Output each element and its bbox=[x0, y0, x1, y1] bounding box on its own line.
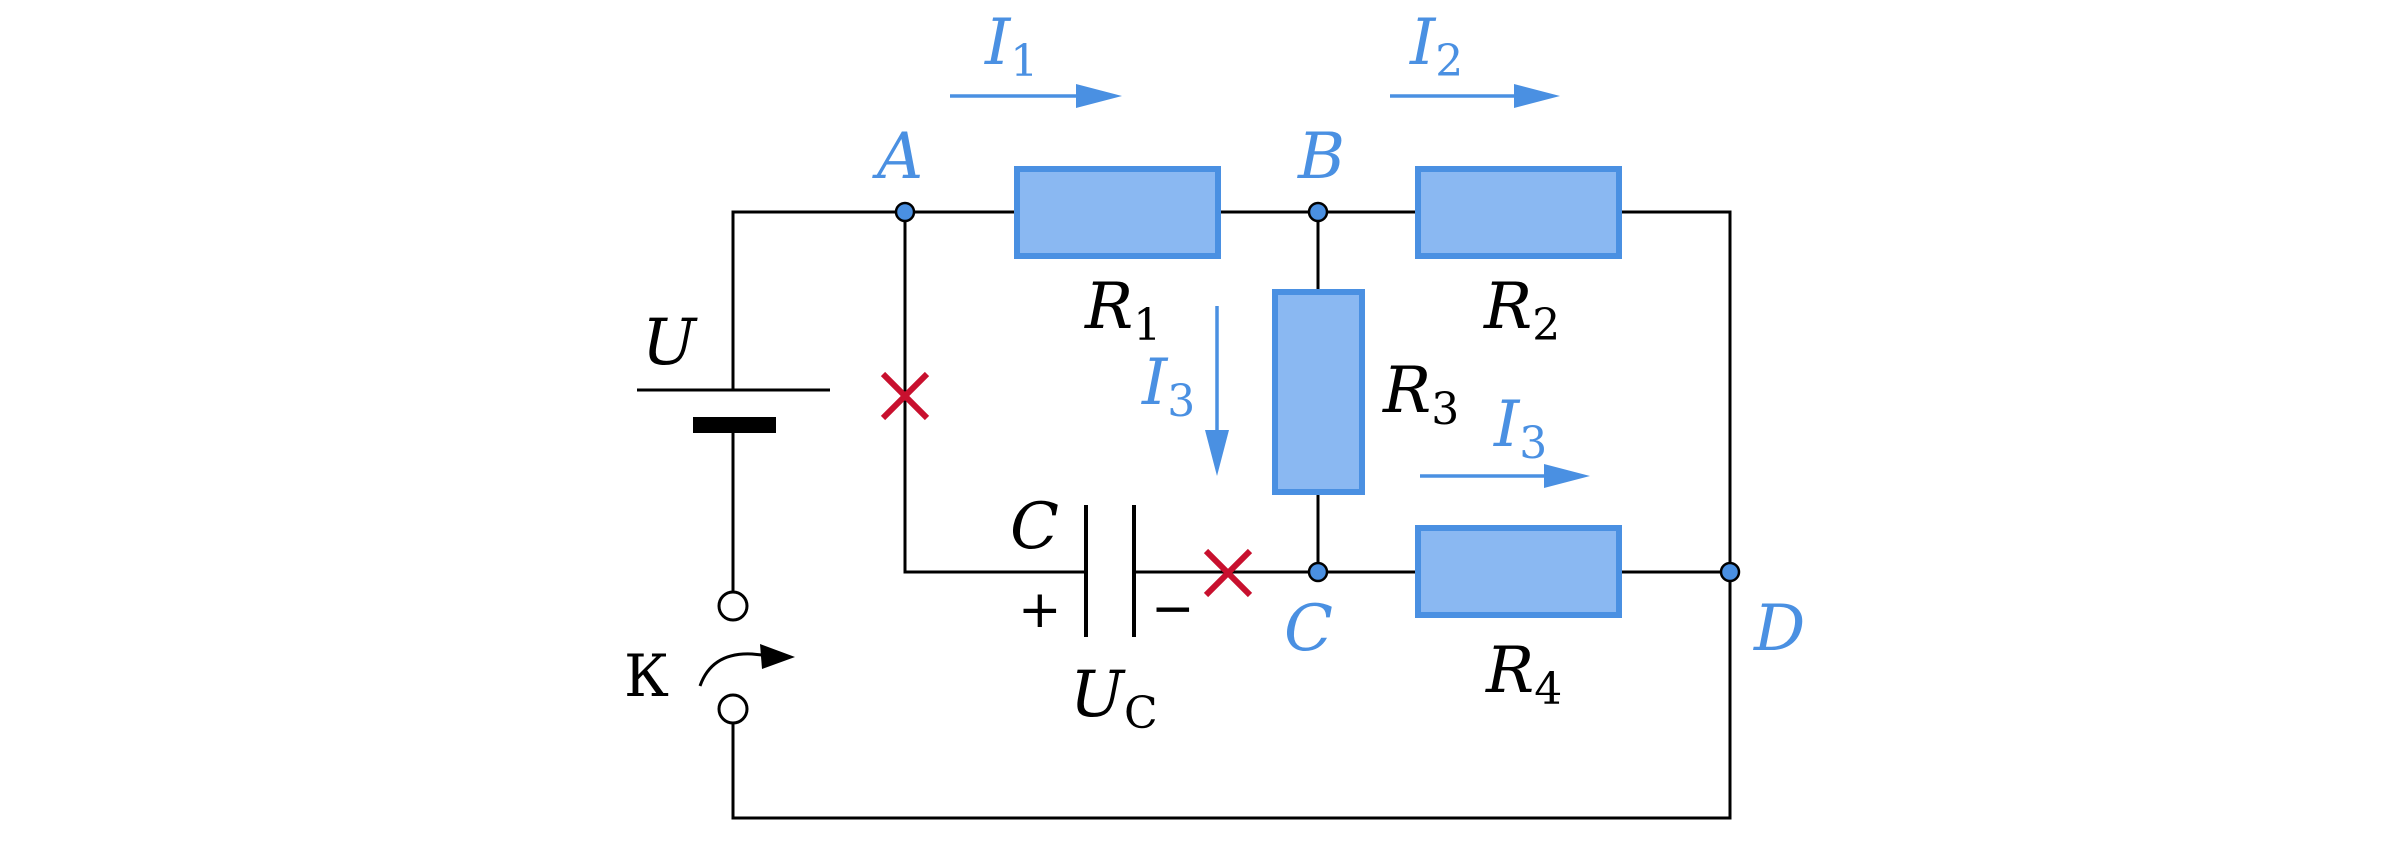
switch-lower-contact bbox=[717, 693, 749, 725]
resistor-r3: R3 bbox=[1272, 289, 1459, 495]
switch-upper-contact bbox=[717, 590, 749, 622]
node-c: C bbox=[1284, 561, 1333, 666]
resistor-r1-body bbox=[1014, 166, 1221, 259]
current-i1-label: I1 bbox=[984, 6, 1038, 87]
current-i3-horizontal: I3 bbox=[1420, 388, 1590, 488]
node-a-dot bbox=[894, 201, 916, 223]
switch-label: К bbox=[624, 642, 669, 710]
battery-short-plate bbox=[693, 417, 776, 433]
arrow-right-icon bbox=[1076, 84, 1122, 108]
node-b: B bbox=[1297, 120, 1345, 223]
resistor-r2-body bbox=[1415, 166, 1622, 259]
node-a-label: A bbox=[872, 120, 923, 194]
battery: U bbox=[637, 306, 830, 433]
source-label: U bbox=[642, 306, 698, 380]
resistor-r2: R2 bbox=[1415, 166, 1622, 351]
current-i1: I1 bbox=[950, 6, 1122, 108]
capacitor-plus-sign: + bbox=[1018, 580, 1062, 640]
node-c-dot bbox=[1307, 561, 1329, 583]
node-a: A bbox=[872, 120, 923, 223]
wires bbox=[731, 210, 1732, 820]
break-mark-capacitor-stroke-2 bbox=[1203, 548, 1253, 598]
capacitor-label: C bbox=[1010, 490, 1059, 564]
resistor-r3-body bbox=[1272, 289, 1365, 495]
current-i3-horizontal-label: I3 bbox=[1493, 388, 1547, 469]
cross-icon bbox=[1203, 548, 1253, 598]
arrow-right-icon bbox=[1514, 84, 1560, 108]
resistor-r1: R1 bbox=[1014, 166, 1221, 351]
cross-icon bbox=[880, 371, 930, 421]
capacitor: C + − UC bbox=[1010, 490, 1195, 739]
node-d: D bbox=[1719, 561, 1805, 666]
capacitor-voltage-label: UC bbox=[1070, 658, 1158, 739]
node-c-label: C bbox=[1284, 592, 1333, 666]
resistor-r4-body bbox=[1415, 525, 1622, 618]
break-mark-a-branch-stroke-2 bbox=[880, 371, 930, 421]
current-i3-vertical-label: I3 bbox=[1141, 346, 1195, 427]
arrow-right-icon bbox=[1544, 464, 1590, 488]
current-i2: I2 bbox=[1390, 6, 1560, 108]
resistor-r1-label: R1 bbox=[1084, 270, 1161, 351]
switch-lever bbox=[698, 652, 763, 687]
node-d-dot bbox=[1719, 561, 1741, 583]
capacitor-minus-sign: − bbox=[1151, 579, 1195, 639]
resistor-r4-label: R4 bbox=[1485, 634, 1562, 715]
resistor-r4: R4 bbox=[1415, 525, 1622, 715]
node-b-label: B bbox=[1297, 120, 1345, 194]
arrow-down-icon bbox=[1205, 430, 1229, 476]
current-i3-vertical: I3 bbox=[1141, 306, 1229, 476]
switch-arrow-icon bbox=[760, 644, 795, 669]
resistor-r2-label: R2 bbox=[1483, 270, 1560, 351]
node-d-label: D bbox=[1753, 592, 1805, 666]
resistor-r3-label: R3 bbox=[1382, 354, 1459, 435]
node-b-dot bbox=[1307, 201, 1329, 223]
current-i2-label: I2 bbox=[1409, 6, 1463, 87]
switch[interactable]: К bbox=[624, 590, 795, 725]
